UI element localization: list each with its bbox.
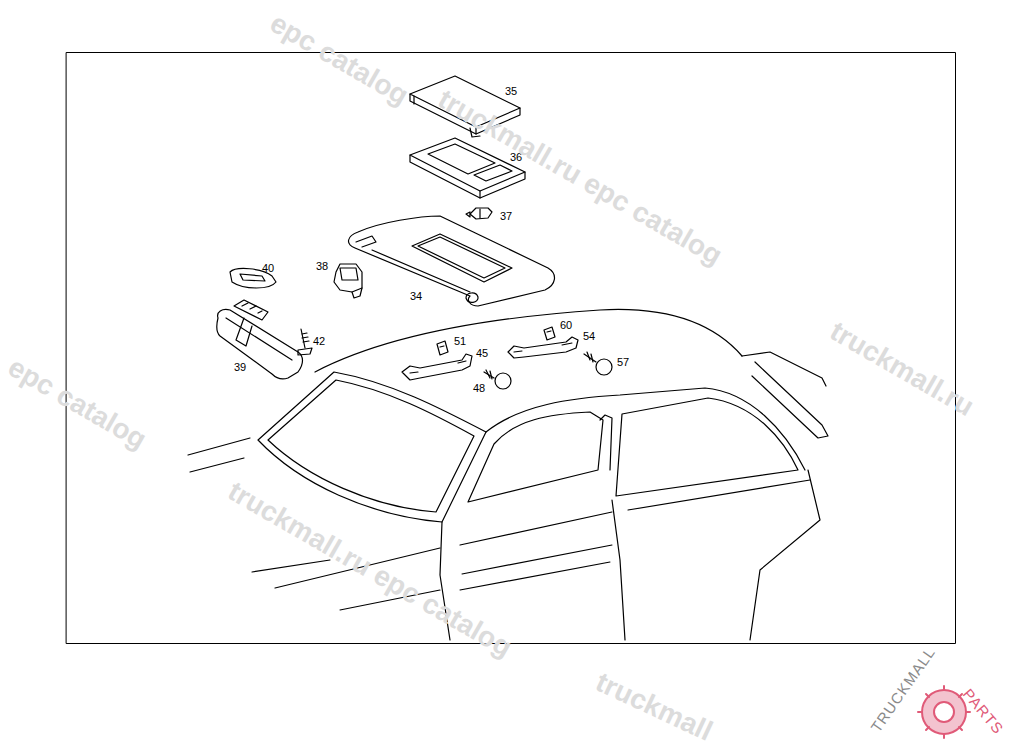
clip-square [544,327,555,340]
watermark: truckmall.ru epc catalog [433,84,727,271]
watermark: truckmall [591,667,717,747]
grab-handle [402,354,472,380]
callout-number: 60 [560,319,572,331]
screw [584,352,612,375]
callout-number: 39 [234,361,246,373]
screw [484,370,511,389]
callout-number: 35 [505,85,517,97]
callout-number: 51 [454,335,466,347]
car-outline [188,309,828,640]
clip-square [437,341,448,355]
callout-number: 38 [316,260,328,272]
callout-number: 37 [500,210,512,222]
callout-number: 48 [473,382,485,394]
visor-clip [334,264,362,298]
grab-handle [508,337,578,358]
rear-view-mirror [217,300,303,379]
callout-number: 45 [476,347,488,359]
sun-visor [349,216,555,306]
screw [298,329,312,355]
watermark: epc catalog [3,352,151,455]
callout-number: 57 [617,356,629,368]
callout-number: 34 [410,290,422,302]
callout-number: 40 [262,262,274,274]
callout-number: 42 [313,335,325,347]
watermark: epc catalog [265,8,413,111]
bulb [466,208,492,219]
callout-number: 54 [583,330,595,342]
